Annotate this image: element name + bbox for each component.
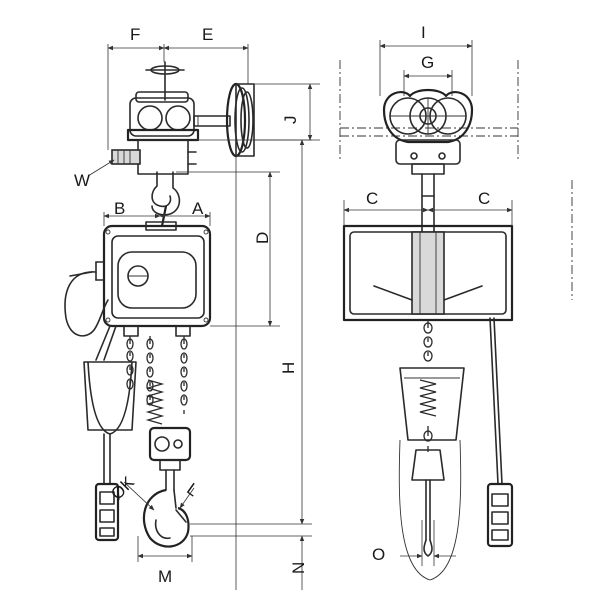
label-i: I <box>421 23 426 42</box>
label-o: O <box>372 545 385 564</box>
rail-beam <box>339 60 573 300</box>
front-view: I G <box>339 23 573 581</box>
bottom-hook-block <box>142 426 192 548</box>
label-h: H <box>279 362 298 374</box>
hoist-body-front <box>342 195 514 322</box>
load-chain <box>126 336 188 425</box>
chain-front <box>399 320 465 452</box>
label-m: M <box>158 567 172 586</box>
dimension-fe: F E <box>107 25 249 150</box>
trolley-front <box>382 88 474 197</box>
label-k: ØK <box>107 472 138 503</box>
side-view: F E W B A J D <box>64 25 320 590</box>
hoist-body <box>95 221 212 337</box>
dimension-c: C C <box>343 189 513 226</box>
dimension-i: I <box>379 23 473 96</box>
label-b: B <box>114 199 125 218</box>
dimension-j: J <box>254 83 320 141</box>
dimension-w: W <box>74 159 115 190</box>
dimension-k-l: ØK L <box>107 472 202 511</box>
dimension-h: H <box>190 139 312 525</box>
dimension-m: M <box>137 536 193 586</box>
dimension-n: N <box>190 535 312 590</box>
label-e: E <box>202 25 213 44</box>
pendant-switch-front <box>486 317 514 548</box>
label-w: W <box>74 171 90 190</box>
label-l: L <box>183 479 202 500</box>
trolley <box>111 61 255 227</box>
label-c-right: C <box>478 189 490 208</box>
label-f: F <box>130 25 140 44</box>
label-g: G <box>421 53 434 72</box>
label-c-left: C <box>366 189 378 208</box>
bottom-hook-front <box>398 439 462 581</box>
pendant-switch <box>83 325 137 542</box>
label-a: A <box>192 199 204 218</box>
label-d: D <box>253 232 272 244</box>
label-j: J <box>281 116 300 125</box>
dimension-d: D <box>176 171 280 327</box>
dimension-o: O <box>372 520 456 566</box>
control-cable <box>64 271 109 337</box>
dimension-ba: B A <box>103 199 211 226</box>
label-n: N <box>289 562 308 574</box>
